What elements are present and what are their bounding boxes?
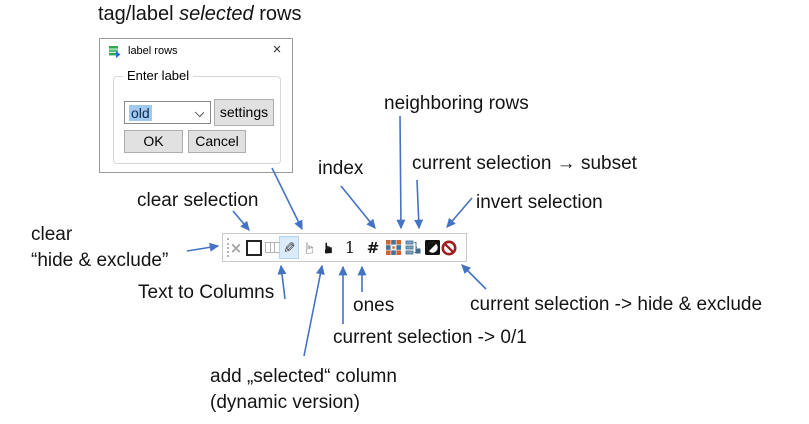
- selection-to-subset-button[interactable]: [404, 234, 422, 261]
- gray-x-icon: ×: [229, 238, 243, 257]
- dialog-titlebar[interactable]: label rows ×: [100, 39, 292, 63]
- arrow-text-to-columns: [277, 264, 287, 300]
- add-selected-column-button[interactable]: ☞: [301, 234, 319, 261]
- arrow-selection-subset: [414, 179, 424, 230]
- subset-hierarchy-icon: [405, 240, 421, 254]
- arrow-dialog-to-pencil: [271, 167, 303, 231]
- hand-filled-icon: ☛: [319, 240, 338, 255]
- tag-label-rows-button[interactable]: ✎: [279, 236, 299, 259]
- neighboring-rows-button[interactable]: [384, 234, 402, 261]
- selection-to-hide-exclude-button[interactable]: [440, 234, 458, 261]
- arrow-invert-selection: [446, 197, 473, 228]
- annotation-selection-hide-exclude: current selection -> hide & exclude: [470, 294, 763, 315]
- annotation-ones: ones: [353, 295, 395, 316]
- no-entry-icon: [441, 240, 457, 255]
- cancel-button[interactable]: Cancel: [188, 130, 246, 153]
- arrow-index: [340, 185, 376, 229]
- toolbar-grip-handle[interactable]: [227, 238, 232, 257]
- square-outline-icon: [246, 239, 262, 256]
- settings-button[interactable]: settings: [214, 99, 274, 126]
- annotation-clear-hide-exclude: clear “hide & exclude”: [31, 224, 169, 271]
- close-icon[interactable]: ×: [272, 41, 282, 58]
- annotation-clear-selection: clear selection: [137, 190, 259, 211]
- combobox-value: old: [129, 104, 152, 121]
- enter-label-groupbox: Enter label old settings OK Cancel: [113, 68, 281, 164]
- annotation-selection-subset: current selection → subset: [412, 153, 637, 174]
- hash-icon: #: [366, 238, 380, 257]
- figure-title: tag/label selected rows: [98, 3, 302, 25]
- chevron-down-icon[interactable]: [194, 107, 205, 118]
- arrow-selection-hide-exclude: [461, 264, 487, 290]
- label-rows-dialog: label rows × Enter label old settings OK…: [99, 38, 293, 173]
- arrow-neighboring-rows: [396, 115, 406, 230]
- annotation-index: index: [318, 158, 364, 179]
- checkered-grid-icon: [385, 240, 401, 255]
- annotation-text-to-columns: Text to Columns: [138, 282, 275, 303]
- invert-contrast-icon: [424, 240, 440, 255]
- three-columns-icon: [264, 242, 280, 253]
- hand-outline-icon: ☞: [300, 240, 319, 255]
- label-rows-icon: [108, 44, 122, 58]
- ok-button[interactable]: OK: [124, 130, 183, 153]
- digit-one-icon: 1: [344, 238, 356, 257]
- invert-selection-button[interactable]: [423, 234, 441, 261]
- dialog-title: label rows: [128, 45, 178, 57]
- selection-to-01-button[interactable]: ☛: [320, 234, 338, 261]
- label-combobox[interactable]: old: [124, 101, 211, 124]
- annotation-neighboring-rows: neighboring rows: [384, 93, 529, 114]
- annotation-invert-selection: invert selection: [476, 192, 603, 213]
- clear-selection-button[interactable]: [245, 234, 263, 261]
- annotation-selection-01: current selection -> 0/1: [333, 327, 527, 348]
- pencil-icon: ✎: [282, 238, 296, 257]
- annotation-add-selected-column: add „selected“ column (dynamic version): [210, 366, 397, 413]
- arrow-clear-hide-exclude: [186, 242, 220, 252]
- groupbox-label: Enter label: [123, 68, 194, 83]
- ones-button[interactable]: 1: [341, 234, 359, 261]
- index-button[interactable]: #: [364, 234, 382, 261]
- arrow-add-selected-column: [303, 264, 325, 357]
- selection-toolbar: × ✎ ☞ ☛ 1 #: [222, 233, 467, 262]
- clear-hide-exclude-button[interactable]: ×: [227, 234, 245, 261]
